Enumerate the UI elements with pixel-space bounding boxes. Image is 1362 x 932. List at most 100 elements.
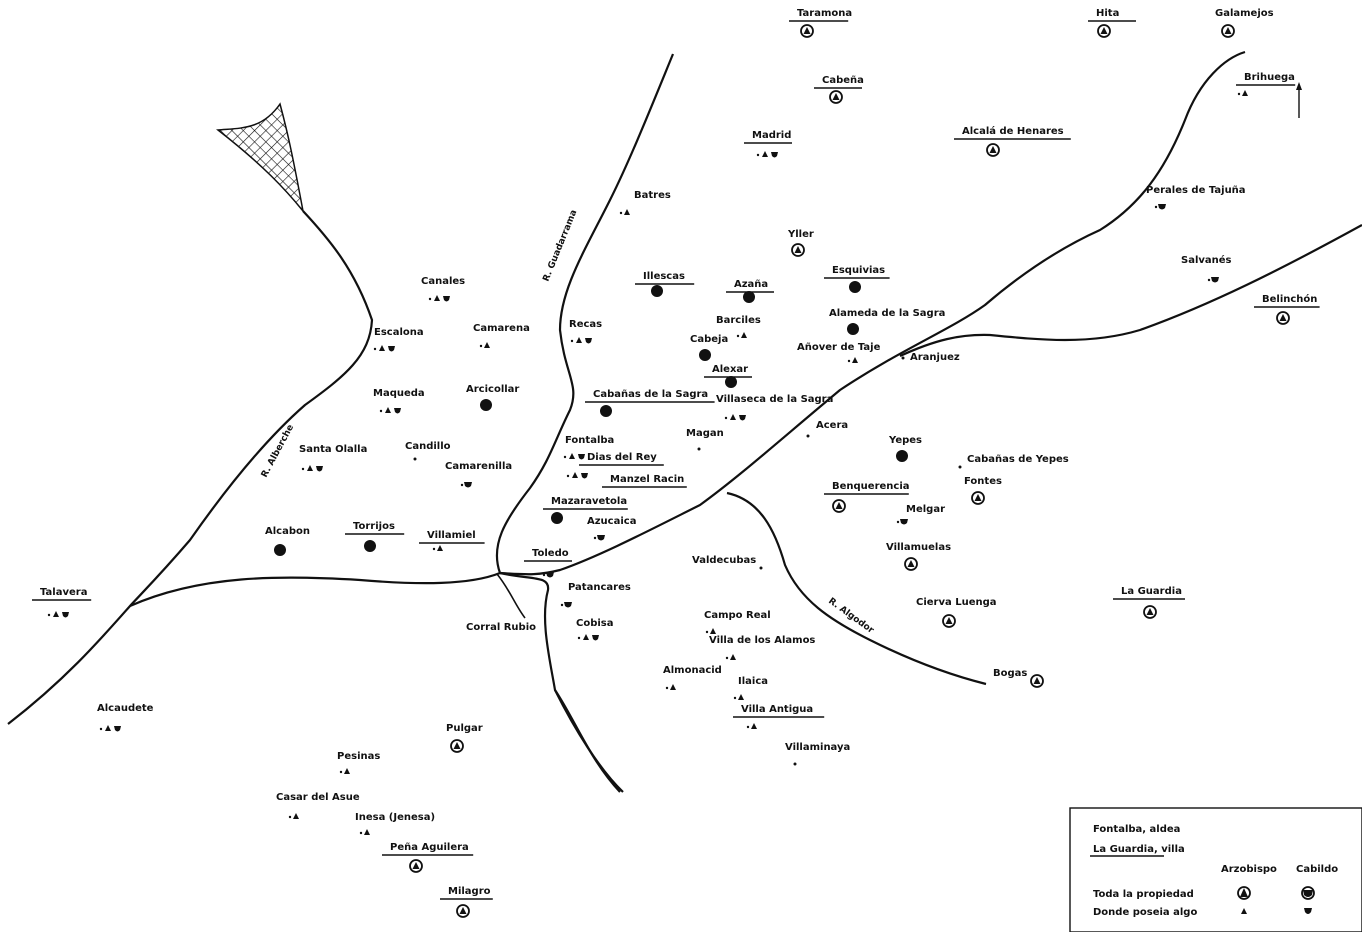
river-guadarrama xyxy=(495,53,675,793)
place-pena-aguilera: Peña Aguilera xyxy=(382,842,474,873)
place-ilaica: Ilaica xyxy=(733,676,768,700)
place-symbol-icon xyxy=(800,24,814,38)
legend-arzobispo-full-icon xyxy=(1237,886,1251,900)
place-alameda: Alameda de la Sagra xyxy=(829,308,945,335)
place-label: Ilaica xyxy=(738,676,768,687)
place-symbol-icon xyxy=(99,725,121,732)
place-label: Alexar xyxy=(712,364,748,375)
place-maqueda: Maqueda xyxy=(373,388,425,414)
place-label: Villaseca de la Sagra xyxy=(716,394,833,405)
place-label: Almonacid xyxy=(663,665,722,676)
place-symbol-icon xyxy=(1207,277,1219,283)
place-symbol-icon xyxy=(551,512,563,524)
place-escalona: Escalona xyxy=(373,327,424,352)
place-label: Cabeja xyxy=(690,334,728,345)
place-symbol-icon xyxy=(456,904,470,918)
place-symbol-icon xyxy=(364,540,376,552)
place-symbol-icon xyxy=(288,813,299,819)
place-label: Cierva Luenga xyxy=(916,597,997,608)
place-symbol-icon xyxy=(896,519,908,525)
river-corral-rubio xyxy=(496,573,526,619)
place-symbol-icon xyxy=(791,243,805,257)
place-toledo: Toledo xyxy=(524,548,572,578)
place-alexar: Alexar xyxy=(704,364,752,388)
place-camarenilla: Camarenilla xyxy=(445,461,512,488)
legend-cabildo-full-icon xyxy=(1301,886,1315,900)
place-yepes: Yepes xyxy=(888,435,922,462)
place-symbol-icon xyxy=(1276,311,1290,325)
place-label: Valdecubas xyxy=(692,555,756,566)
place-patancares: Patancares xyxy=(560,582,631,608)
place-label: Camarenilla xyxy=(445,461,512,472)
place-label: Acera xyxy=(816,420,848,431)
place-label: Camarena xyxy=(473,323,530,334)
place-symbol-icon xyxy=(651,285,663,297)
place-symbol-icon xyxy=(479,342,490,348)
place-santa-olalla: Santa Olalla xyxy=(299,444,367,472)
legend-cabildo-partial-icon xyxy=(1304,908,1312,914)
place-symbol-icon xyxy=(699,349,711,361)
place-label: Dias del Rey xyxy=(587,452,657,463)
river-algodor xyxy=(726,491,987,686)
place-label: Santa Olalla xyxy=(299,444,367,455)
place-yller: Yller xyxy=(787,229,814,257)
place-hita: Hita xyxy=(1088,8,1136,38)
legend-col-arzobispo: Arzobispo xyxy=(1221,864,1277,875)
place-symbol-icon xyxy=(1097,24,1111,38)
place-symbol-icon xyxy=(373,345,395,352)
place-label: Benquerencia xyxy=(832,481,910,492)
place-alcabon: Alcabon xyxy=(265,526,310,556)
place-belinchon: Belinchón xyxy=(1254,293,1320,325)
place-cabanas-top: Cabeña xyxy=(814,75,864,104)
legend-col-cabildo: Cabildo xyxy=(1296,864,1338,875)
place-cabanas-sagra: Cabañas de la Sagra xyxy=(585,389,715,417)
river-tajo xyxy=(129,50,1246,608)
place-symbol-icon xyxy=(725,376,737,388)
place-symbol-icon xyxy=(542,572,554,578)
place-azucaica: Azucaica xyxy=(587,516,636,541)
place-anover: Añover de Taje xyxy=(797,342,881,363)
place-label: Torrijos xyxy=(353,521,395,532)
place-symbol-icon xyxy=(904,557,918,571)
place-symbol-icon xyxy=(736,332,747,338)
river-south-branch xyxy=(554,689,621,793)
place-label: Cabañas de la Sagra xyxy=(593,389,708,400)
place-symbol-icon xyxy=(971,491,985,505)
place-acera: Acera xyxy=(806,420,848,438)
place-dias-del-rey: Dias del Rey xyxy=(566,452,664,479)
place-label: Pulgar xyxy=(446,723,483,734)
place-label: La Guardia xyxy=(1121,586,1182,597)
place-symbol-icon xyxy=(847,323,859,335)
place-manzel-racin: Manzel Racin xyxy=(602,474,687,488)
place-label: Azaña xyxy=(734,279,768,290)
place-arcicollar: Arcicollar xyxy=(466,384,519,411)
legend-aldea: Fontalba, aldea xyxy=(1093,824,1180,835)
place-magan: Magan xyxy=(686,428,724,451)
place-label: Cabeña xyxy=(822,75,864,86)
place-villamiel: Villamiel xyxy=(419,530,485,551)
place-batres: Batres xyxy=(619,190,671,215)
place-inesa: Inesa (Jenesa) xyxy=(355,812,435,835)
place-label: Aranjuez xyxy=(910,352,960,363)
place-symbol-icon xyxy=(560,602,572,608)
place-symbol-icon xyxy=(832,499,846,513)
place-symbol-icon xyxy=(570,337,592,344)
place-symbol-icon xyxy=(697,447,701,451)
place-label: Illescas xyxy=(643,271,685,282)
place-label: Maqueda xyxy=(373,388,425,399)
place-label: Cabañas de Yepes xyxy=(967,454,1069,465)
place-label: Peña Aguilera xyxy=(390,842,469,853)
place-label: Villa de los Alamos xyxy=(709,635,815,646)
place-label: Alcaudete xyxy=(97,703,154,714)
place-salvanes: Salvanés xyxy=(1181,254,1232,283)
place-symbol-icon xyxy=(428,295,450,302)
place-label: Manzel Racin xyxy=(610,474,684,485)
place-cabeja: Cabeja xyxy=(690,334,728,361)
place-symbol-icon xyxy=(847,357,858,363)
place-villaminaya: Villaminaya xyxy=(785,742,850,766)
place-label: Belinchón xyxy=(1262,293,1317,305)
place-label: Campo Real xyxy=(704,610,771,621)
reservoir-hatched xyxy=(216,102,304,212)
place-symbol-icon xyxy=(379,407,401,414)
place-cierva-luenga: Cierva Luenga xyxy=(916,597,997,628)
